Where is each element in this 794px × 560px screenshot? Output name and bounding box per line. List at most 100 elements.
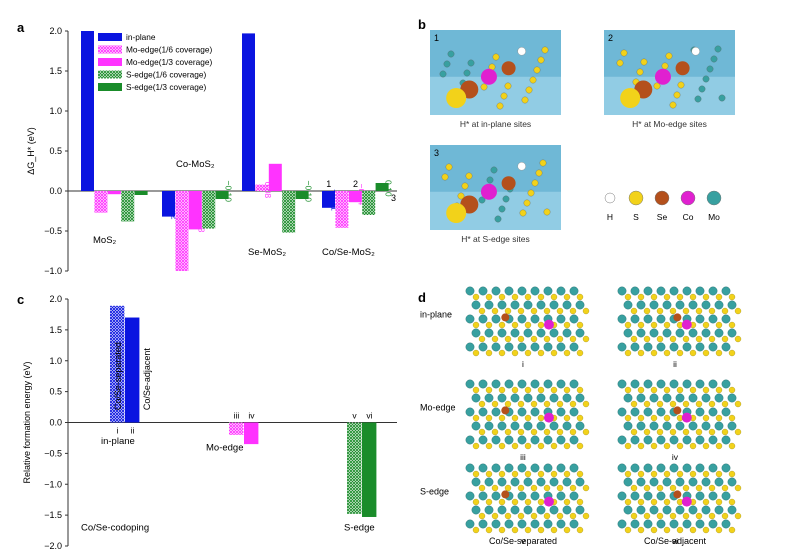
- group-label-a: Se-MoS₂: [248, 247, 286, 258]
- s-atom: [576, 293, 584, 301]
- ytick-label-c: 1.0: [49, 356, 62, 366]
- data-label-a: −0.10: [303, 180, 313, 202]
- mo-atom: [708, 379, 718, 389]
- mo-atom: [530, 407, 540, 417]
- mo-atom: [478, 463, 488, 473]
- mo-atom: [643, 314, 653, 324]
- mo-atom: [643, 463, 653, 473]
- s-atom: [728, 414, 736, 422]
- atom-legend-label: Se: [657, 212, 668, 222]
- mo-atom: [465, 379, 475, 389]
- mo-atom: [669, 379, 679, 389]
- mo-atom: [675, 393, 685, 403]
- s-atom: [524, 321, 532, 329]
- s-atom: [511, 414, 519, 422]
- atom: [521, 96, 529, 104]
- co-atom: [543, 412, 554, 423]
- s-atom: [504, 400, 512, 408]
- atom-legend-label: Mo: [708, 212, 720, 222]
- mo-atom: [643, 491, 653, 501]
- s-atom: [624, 321, 632, 329]
- atom: [669, 101, 677, 109]
- atom: [467, 59, 475, 67]
- s-atom: [682, 484, 690, 492]
- mo-atom: [695, 491, 705, 501]
- bar-c: [110, 305, 125, 423]
- atom: [718, 94, 726, 102]
- mo-atom: [530, 314, 540, 324]
- s-atom: [734, 400, 742, 408]
- s-atom: [537, 414, 545, 422]
- s-atom: [702, 349, 710, 357]
- s-atom: [669, 335, 677, 343]
- s-atom: [569, 484, 577, 492]
- atom: [527, 189, 535, 197]
- atom: [677, 81, 685, 89]
- s-atom: [650, 386, 658, 394]
- mo-atom: [530, 286, 540, 296]
- data-label-a: −0.21: [330, 189, 340, 211]
- s-atom: [643, 512, 651, 520]
- mo-atom: [727, 393, 737, 403]
- s-atom: [446, 203, 467, 223]
- mo-atom: [649, 421, 659, 431]
- se-atom: [673, 406, 682, 415]
- s-atom: [582, 512, 590, 520]
- s-atom: [537, 386, 545, 394]
- bar-number-c: ii: [131, 426, 135, 436]
- s-atom: [576, 386, 584, 394]
- mo-atom: [682, 519, 692, 529]
- mo-atom: [669, 286, 679, 296]
- mo-atom: [630, 286, 640, 296]
- s-atom: [543, 484, 551, 492]
- s-atom: [491, 307, 499, 315]
- mo-atom: [497, 477, 507, 487]
- tile-number: 1: [434, 33, 439, 43]
- mo-atom: [569, 491, 579, 501]
- s-atom: [637, 321, 645, 329]
- atom: [504, 82, 512, 90]
- s-atom: [676, 349, 684, 357]
- mo-atom: [708, 407, 718, 417]
- mo-atom: [569, 435, 579, 445]
- atom: [714, 45, 722, 53]
- s-atom: [656, 400, 664, 408]
- atom: [710, 55, 718, 63]
- s-atom: [663, 498, 671, 506]
- mo-atom: [562, 393, 572, 403]
- s-atom: [511, 442, 519, 450]
- mo-atom: [575, 300, 585, 310]
- s-atom: [485, 526, 493, 534]
- s-atom: [734, 335, 742, 343]
- mo-atom: [543, 286, 553, 296]
- s-atom: [715, 386, 723, 394]
- legend-label: Mo-edge(1/3 coverage): [126, 57, 212, 67]
- bar-a: [202, 191, 216, 229]
- s-atom: [550, 386, 558, 394]
- atom: [525, 86, 533, 94]
- mo-atom: [530, 379, 540, 389]
- s-atom: [446, 88, 467, 108]
- mo-atom: [523, 421, 533, 431]
- legend-swatch: [98, 33, 122, 41]
- mo-atom: [523, 505, 533, 515]
- s-atom: [620, 88, 641, 108]
- s-atom: [517, 512, 525, 520]
- s-atom: [582, 400, 590, 408]
- atom: [502, 195, 510, 203]
- mo-atom: [708, 463, 718, 473]
- mo-atom: [536, 300, 546, 310]
- s-atom: [472, 414, 480, 422]
- s-atom: [689, 386, 697, 394]
- s-atom: [498, 526, 506, 534]
- ytick-label-c: 1.5: [49, 325, 62, 335]
- ytick-label-c: −0.5: [44, 448, 62, 458]
- s-atom: [550, 293, 558, 301]
- s-atom: [715, 321, 723, 329]
- mo-atom: [517, 314, 527, 324]
- ytick-label-a: −0.5: [44, 226, 62, 236]
- s-atom: [715, 414, 723, 422]
- atom-legend-label: S: [633, 212, 639, 222]
- s-atom: [643, 307, 651, 315]
